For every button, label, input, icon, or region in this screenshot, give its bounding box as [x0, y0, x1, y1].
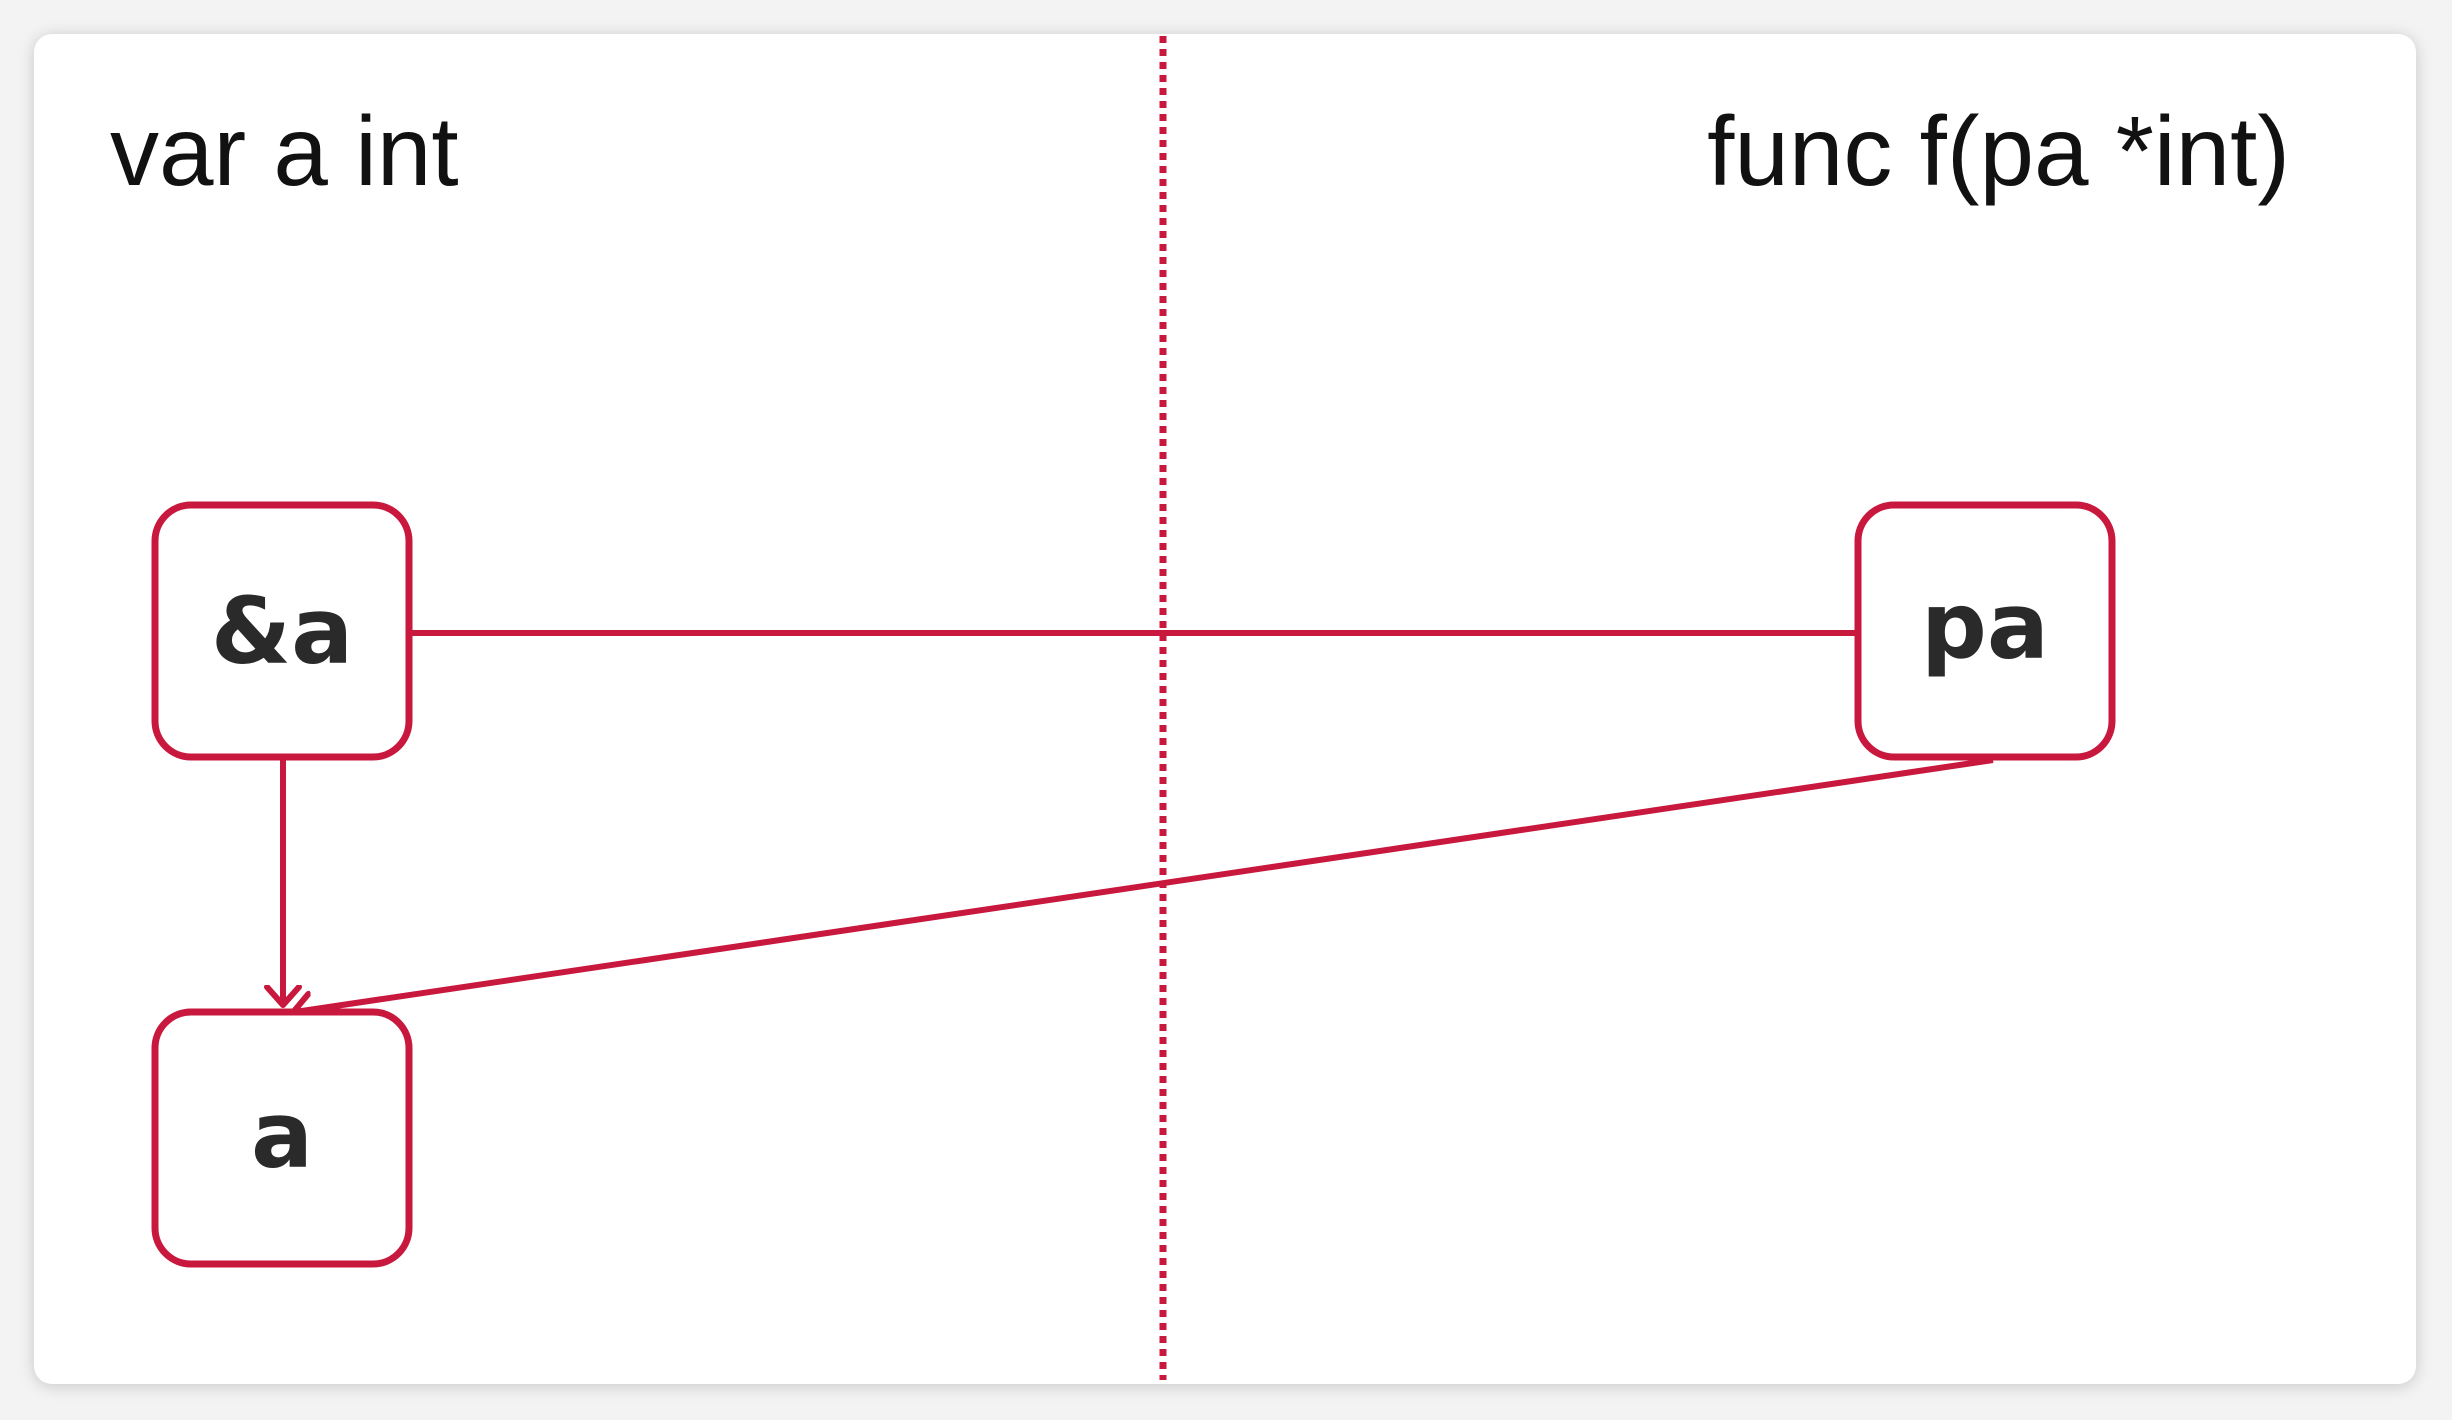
node-pa-label: pa: [1921, 573, 2049, 680]
node-addr-a-box: [151, 501, 413, 761]
node-a: a: [151, 1008, 413, 1268]
node-a-box: [151, 1008, 413, 1268]
left-scope-label: var a int: [110, 96, 459, 206]
node-pa-box: [1854, 501, 2116, 761]
node-addr-a-label: &a: [211, 578, 353, 685]
arrow-pa-to-a: [295, 757, 1994, 1012]
node-addr-a: &a: [151, 501, 413, 761]
node-pa: pa: [1854, 501, 2116, 761]
right-scope-label: func f(pa *int): [1707, 96, 2290, 206]
node-a-label: a: [251, 1082, 313, 1189]
